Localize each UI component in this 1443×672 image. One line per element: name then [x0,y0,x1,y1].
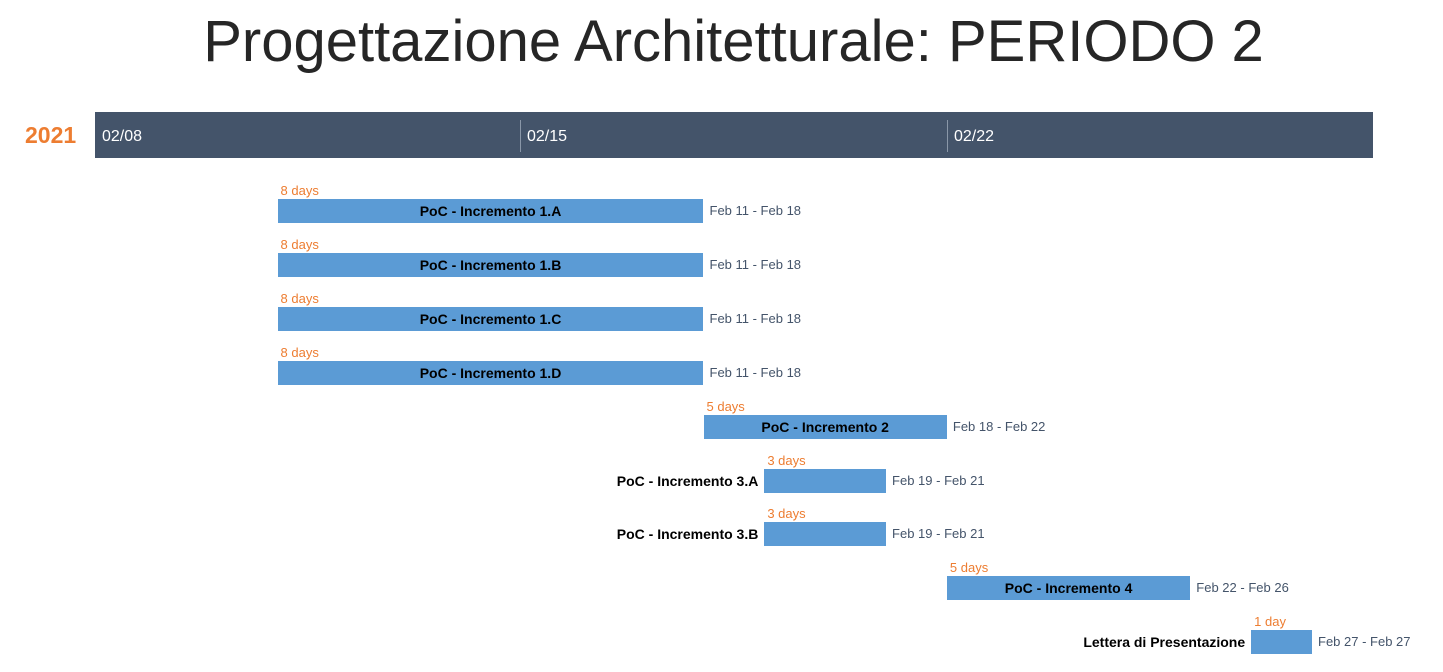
task-duration-poc-incremento-1-d: 8 days [280,344,319,360]
task-bar-lettera-di-presentazione[interactable] [1251,630,1312,655]
task-duration-poc-incremento-4: 5 days [949,560,989,576]
task-bar-poc-incremento-4[interactable] [946,576,1191,601]
year-label: 2021 [25,122,77,148]
task-range-lettera-di-presentazione: Feb 27 - Feb 27 [1318,634,1411,650]
task-bar-poc-incremento-3-b[interactable] [764,522,887,547]
task-duration-poc-incremento-3-a: 3 days [767,452,806,468]
task-label-poc-incremento-1-b: PoC - Incremento 1.B [419,256,562,273]
task-bar-poc-incremento-1-a[interactable] [277,199,704,223]
chart-title: Progettazione Architetturale: PERIODO 2 [203,9,1264,74]
tick-separator [520,120,521,152]
task-range-poc-incremento-1-c: Feb 11 - Feb 18 [709,310,802,326]
task-range-poc-incremento-1-d: Feb 11 - Feb 18 [709,364,802,380]
task-label-poc-incremento-1-a: PoC - Incremento 1.A [419,203,562,219]
task-label-poc-incremento-1-c: PoC - Incremento 1.C [419,310,562,327]
task-label-poc-incremento-4: PoC - Incremento 4 [1004,580,1133,597]
task-range-poc-incremento-2: Feb 18 - Feb 22 [952,418,1046,434]
tick-separator [947,120,948,152]
tick-label-0208: 02/08 [102,128,143,145]
task-label-poc-incremento-1-d: PoC - Incremento 1.D [419,364,562,381]
tick-label-0215: 02/15 [527,128,568,145]
task-bar-poc-incremento-2[interactable] [703,414,947,439]
task-range-poc-incremento-1-b: Feb 11 - Feb 18 [709,256,802,272]
tick-label-0222: 02/22 [954,128,995,145]
task-duration-poc-incremento-1-b: 8 days [280,236,319,252]
task-duration-poc-incremento-2: 5 days [706,398,745,414]
task-label-poc-incremento-3-a: PoC - Incremento 3.A [616,472,759,489]
task-bar-poc-incremento-3-a[interactable] [764,468,887,493]
task-range-poc-incremento-3-a: Feb 19 - Feb 21 [892,472,985,488]
task-bar-poc-incremento-1-c[interactable] [277,306,704,331]
task-duration-poc-incremento-1-c: 8 days [280,290,319,306]
task-range-poc-incremento-3-b: Feb 19 - Feb 21 [892,526,985,542]
task-label-poc-incremento-3-b: PoC - Incremento 3.B [616,526,759,543]
timeline-header: 02/08 02/15 02/22 [95,112,1373,158]
task-duration-lettera-di-presentazione: 1 day [1254,614,1286,630]
task-label-poc-incremento-2: PoC - Incremento 2 [761,418,889,435]
task-duration-poc-incremento-3-b: 3 days [767,506,806,522]
task-duration-poc-incremento-1-a: 8 days [280,183,319,198]
task-range-poc-incremento-1-a: Feb 11 - Feb 18 [709,203,802,218]
task-bar-poc-incremento-1-d[interactable] [277,360,704,385]
task-range-poc-incremento-4: Feb 22 - Feb 26 [1196,580,1289,596]
task-label-lettera-di-presentazione: Lettera di Presentazione [1083,634,1246,651]
task-bar-poc-incremento-1-b[interactable] [277,252,704,277]
